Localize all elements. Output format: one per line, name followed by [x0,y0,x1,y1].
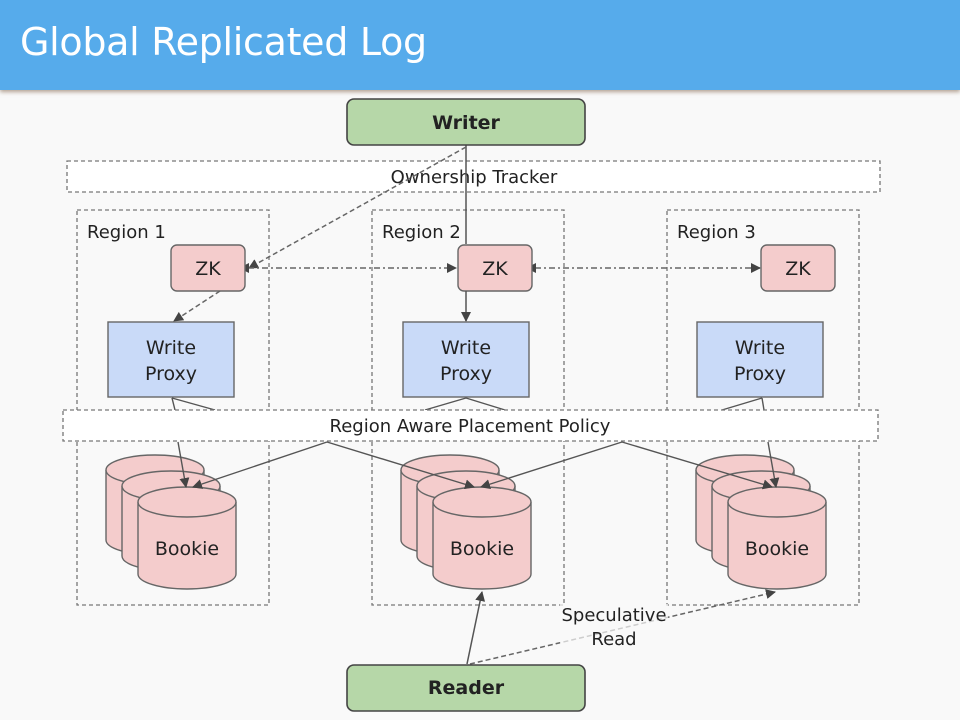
region-2-container [371,209,565,606]
writer-label: Writer [432,112,500,134]
ownership-tracker-label: Ownership Tracker [391,167,558,188]
bookie-stack-region-1[interactable]: Bookie [105,454,237,590]
page-title: Global Replicated Log [20,20,427,64]
reader-to-bookie2-arrow [466,591,486,665]
write-proxy-region-1[interactable]: Write Proxy [107,321,235,398]
write-proxy-label-line2: Proxy [440,363,492,385]
write-proxy-region-3[interactable]: Write Proxy [696,321,824,398]
region-2-label: Region 2 [382,222,461,243]
placement-policy-label: Region Aware Placement Policy [330,416,611,437]
placement-arrows [177,441,780,490]
zk-label: ZK [482,258,508,280]
writer-node[interactable]: Writer [346,98,586,146]
speculative-read-label: Speculative Read [560,604,668,650]
write-proxy-label-line1: Write [441,337,491,359]
bookie-stack-region-2[interactable]: Bookie [400,454,532,590]
region-1-container [76,209,270,606]
region-3-container [666,209,860,606]
region-1-label: Region 1 [87,222,166,243]
zk-node-region-2[interactable]: ZK [457,244,533,292]
bookie-stack-region-3[interactable]: Bookie [695,454,827,590]
write-proxy-label-line2: Proxy [145,363,197,385]
reader-label: Reader [428,677,505,699]
proxy-fanout-lines [171,397,765,411]
zk-label: ZK [785,258,811,280]
speculative-read-line1: Speculative [561,605,666,626]
zk-node-region-1[interactable]: ZK [170,244,246,292]
write-proxy-label-line2: Proxy [734,363,786,385]
ownership-tracker-band [66,160,881,193]
header-bar: Global Replicated Log [0,0,960,90]
bookie-label: Bookie [745,538,809,560]
write-proxy-label-line1: Write [735,337,785,359]
zk-node-region-3[interactable]: ZK [760,244,836,292]
write-proxy-region-2[interactable]: Write Proxy [402,321,530,398]
zk-label: ZK [195,258,221,280]
region-3-label: Region 3 [677,222,756,243]
reader-node[interactable]: Reader [346,664,586,712]
placement-policy-band [62,409,879,442]
writer-to-zk1-dashed-arrow [248,146,467,269]
bookie-label: Bookie [450,538,514,560]
zk1-to-proxy1-arrow [173,290,221,322]
write-proxy-label-line1: Write [146,337,196,359]
bookie-label: Bookie [155,538,219,560]
speculative-read-line2: Read [591,629,636,650]
